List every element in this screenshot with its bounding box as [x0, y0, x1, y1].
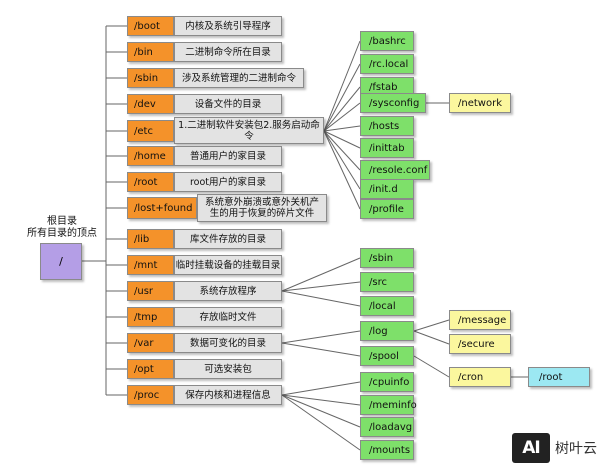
etc-hosts: /hosts [360, 116, 414, 136]
spool-line [413, 355, 450, 378]
desc-var: 数据可变化的目录 [174, 333, 282, 353]
etc-resole-conf: /resole.conf [360, 160, 430, 180]
usr-local: /local [360, 296, 414, 316]
var-log: /log [360, 321, 414, 341]
root-node: / [40, 243, 82, 280]
usr-line-1 [281, 281, 361, 292]
dir-tmp: /tmp [127, 307, 174, 327]
etc-profile: /profile [360, 199, 414, 219]
dir-opt: /opt [127, 359, 174, 379]
proc-loadavg: /loadavg [360, 417, 414, 437]
root-caption: 根目录 所有目录的顶点 [18, 216, 106, 240]
dir-mnt: /mnt [127, 255, 174, 275]
proc-line-1 [281, 394, 361, 406]
etc-line-4 [323, 125, 361, 132]
dir-usr: /usr [127, 281, 174, 301]
dir-home: /home [127, 146, 174, 166]
etc-line-1 [323, 63, 361, 132]
etc-bashrc: /bashrc [360, 31, 414, 51]
root-caption-line2: 所有目录的顶点 [27, 228, 97, 239]
brand-watermark: AI 树叶云 [512, 433, 597, 463]
desc-etc: 1.二进制软件安装包2.服务启动命令 [174, 117, 324, 144]
spool-cron: /cron [449, 367, 511, 387]
dir-var: /var [127, 333, 174, 353]
desc-dev: 设备文件的目录 [174, 94, 282, 114]
dir-lib: /lib [127, 229, 174, 249]
proc-line-0 [281, 381, 361, 396]
etc-line-2 [323, 86, 361, 132]
usr-line-2 [281, 290, 361, 307]
var-line-1 [281, 342, 361, 357]
log-message: /message [449, 310, 511, 330]
etc-inittab: /inittab [360, 138, 414, 158]
proc-line-2 [281, 394, 361, 428]
dir-dev: /dev [127, 94, 174, 114]
etc-line-3 [323, 102, 361, 132]
dir-root: /root [127, 172, 174, 192]
etc-sysconfig: /sysconfig [360, 93, 426, 113]
desc-proc: 保存内核和进程信息 [174, 385, 282, 405]
dir-lost-found: /lost+found [127, 197, 197, 219]
desc-boot: 内核及系统引导程序 [174, 16, 282, 36]
var-spool: /spool [360, 346, 414, 366]
etc-line-5 [323, 130, 361, 149]
usr-src: /src [360, 272, 414, 292]
proc-cpuinfo: /cpuinfo [360, 372, 414, 392]
brand-logo: AI [512, 433, 550, 463]
etc-rc-local: /rc.local [360, 54, 414, 74]
proc-line-3 [281, 394, 361, 451]
desc-usr: 系统存放程序 [174, 281, 282, 301]
log-secure: /secure [449, 334, 511, 354]
etc-init-d: /init.d [360, 179, 414, 199]
usr-sbin: /sbin [360, 248, 414, 268]
proc-mounts: /mounts [360, 440, 414, 460]
dir-bin: /bin [127, 42, 174, 62]
dir-sbin: /sbin [127, 68, 174, 88]
etc-line-0 [323, 40, 361, 132]
root-caption-line1: 根目录 [47, 216, 77, 227]
brand-name: 树叶云 [555, 441, 597, 457]
desc-sbin: 涉及系统管理的二进制命令 [174, 68, 304, 88]
usr-line-0 [281, 257, 361, 292]
desc-home: 普通用户的家目录 [174, 146, 282, 166]
desc-lib: 库文件存放的目录 [174, 229, 282, 249]
var-line-0 [281, 330, 361, 344]
desc-bin: 二进制命令所在目录 [174, 42, 282, 62]
desc-mnt: 临时挂载设备的挂载目录 [174, 255, 282, 275]
desc-opt: 可选安装包 [174, 359, 282, 379]
etc-fstab: /fstab [360, 77, 414, 97]
etc-line-8 [323, 130, 361, 210]
log-line-0 [413, 319, 450, 332]
dir-boot: /boot [127, 16, 174, 36]
desc-tmp: 存放临时文件 [174, 307, 282, 327]
etc-line-6 [323, 130, 361, 171]
etc-line-7 [323, 130, 361, 190]
proc-meminfo: /meminfo [360, 395, 417, 415]
cron-root: /root [528, 367, 590, 387]
dir-etc: /etc [127, 120, 174, 142]
desc-lost-found: 系统意外崩溃或意外关机产生的用于恢复的碎片文件 [197, 194, 327, 222]
dir-proc: /proc [127, 385, 174, 405]
log-line-1 [413, 330, 450, 345]
sysconfig-network: /network [449, 93, 511, 113]
desc-root: root用户的家目录 [174, 172, 282, 192]
